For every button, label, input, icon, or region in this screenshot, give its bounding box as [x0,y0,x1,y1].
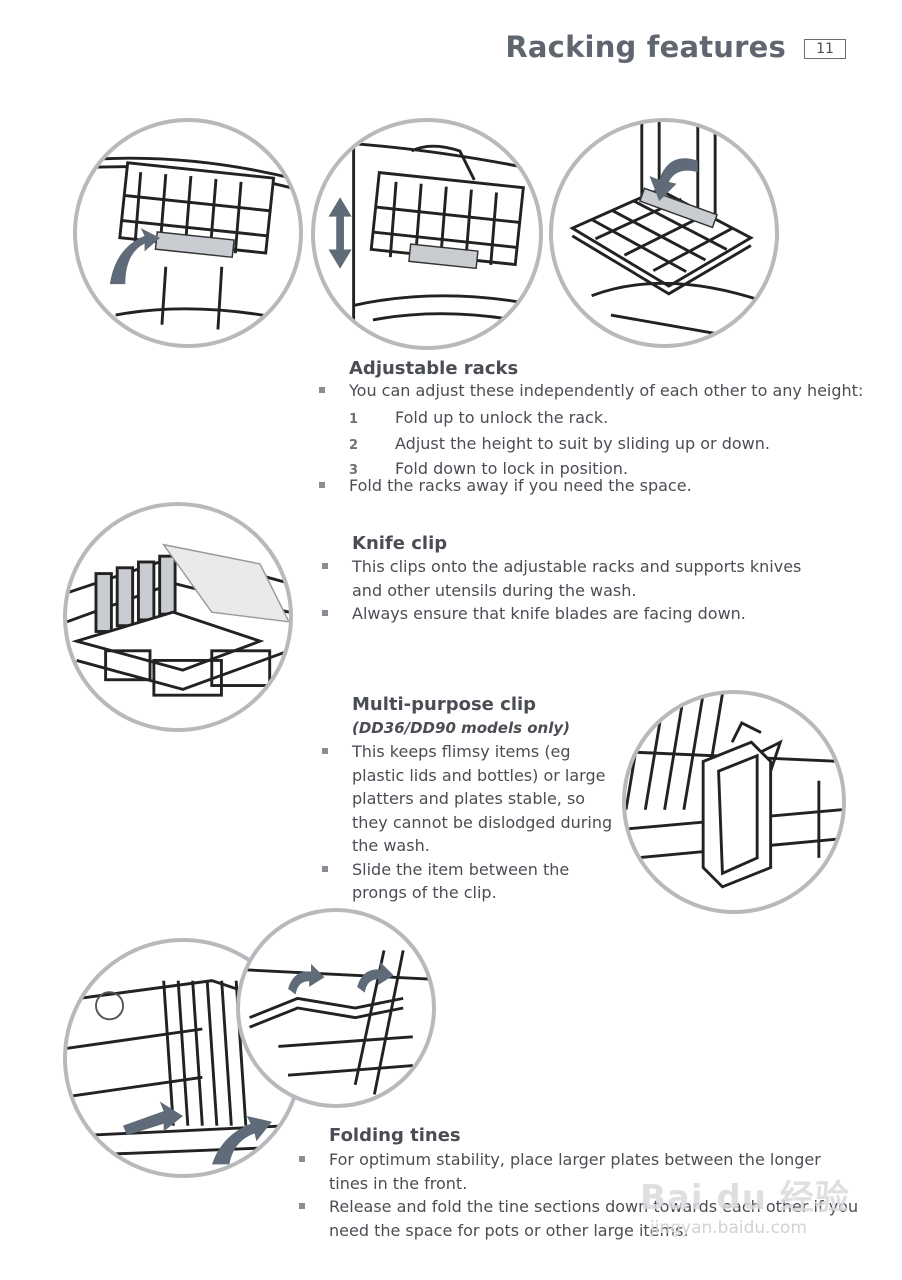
watermark-url: jingyan.baidu.com [650,1218,807,1238]
illustration-knife-clip [63,502,293,732]
bullet-square-icon [299,1156,305,1162]
multi-purpose-clip-bullets: This keeps flimsy items (eg plastic lids… [322,740,624,905]
illustration-rack-fold-up [73,118,303,348]
bullet-item: This clips onto the adjustable racks and… [322,555,832,602]
knife-clip-heading: Knife clip [352,533,448,554]
multi-purpose-clip-subheading: (DD36/DD90 models only) [352,719,571,737]
bullet-item: Always ensure that knife blades are faci… [322,602,832,626]
bullet-square-icon [319,482,325,488]
page-title: Racking features [505,30,786,64]
bullet-item: Slide the item between the prongs of the… [322,858,624,905]
multi-purpose-clip-heading: Multi-purpose clip [352,694,537,715]
adjustable-racks-heading: Adjustable racks [349,358,519,379]
illustration-multi-purpose-clip [622,690,846,914]
folding-tines-bullets: For optimum stability, place larger plat… [299,1148,859,1242]
illustration-rack-fold-down [549,118,779,348]
watermark-logo: Bai du 经验 [640,1178,850,1218]
illustration-rack-slide [311,118,543,350]
bullet-square-icon [299,1203,305,1209]
bullet-item: Release and fold the tine sections down … [299,1195,859,1242]
bullet-square-icon [322,748,328,754]
bullet-square-icon [322,563,328,569]
adjustable-racks-outro: Fold the racks away if you need the spac… [319,474,692,498]
bullet-square-icon [322,865,328,872]
page-number: 11 [804,39,846,59]
folding-tines-heading: Folding tines [329,1125,461,1146]
adjustable-racks-intro: You can adjust these independently of ea… [319,379,863,403]
bullet-item: This keeps flimsy items (eg plastic lids… [322,740,624,858]
knife-clip-bullets: This clips onto the adjustable racks and… [322,555,832,626]
bullet-square-icon [322,610,328,616]
bullet-square-icon [319,387,325,393]
illustration-tine-release [236,908,436,1108]
bullet-item: For optimum stability, place larger plat… [299,1148,859,1195]
